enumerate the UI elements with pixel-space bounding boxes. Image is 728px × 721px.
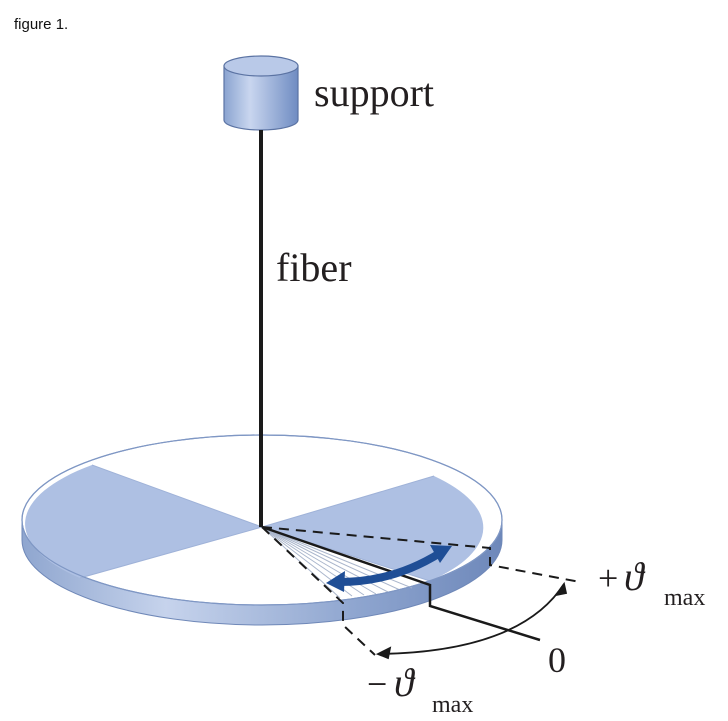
- plus-sign: +: [598, 558, 618, 598]
- support-label: support: [314, 70, 434, 115]
- max-subscript: max: [432, 692, 473, 718]
- minus-theta-max-label: − ϑ max: [367, 660, 473, 718]
- figure-caption: figure 1.: [14, 16, 69, 33]
- theta-symbol: ϑ: [624, 554, 646, 599]
- max-subscript: max: [664, 585, 705, 611]
- disk-sector-right: [262, 476, 484, 581]
- zero-label: 0: [548, 640, 566, 680]
- dashed-lines: [261, 526, 581, 656]
- minus-sign: −: [367, 664, 387, 704]
- zero-line: [261, 525, 541, 642]
- fiber-label: fiber: [276, 245, 352, 290]
- angle-arc-arrow: [375, 581, 568, 660]
- disk-sector-left: [25, 465, 262, 578]
- oscillation-arrow: [326, 545, 452, 592]
- plus-theta-max-label: + ϑ max: [598, 554, 705, 611]
- support-cylinder: [223, 55, 299, 131]
- theta-symbol: ϑ: [394, 660, 416, 705]
